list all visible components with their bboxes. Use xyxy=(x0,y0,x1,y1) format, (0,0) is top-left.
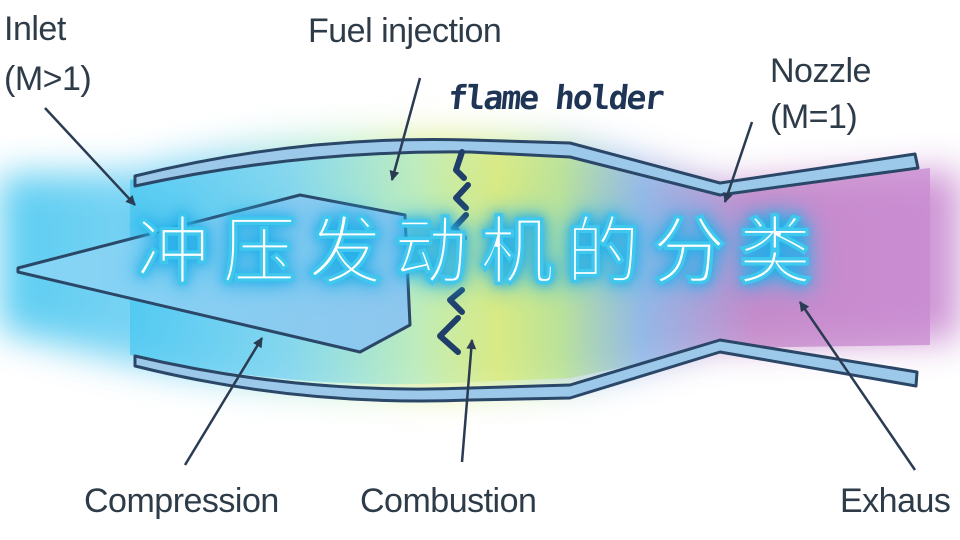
compression-arrow xyxy=(183,337,264,466)
nozzle-arrow xyxy=(723,121,754,203)
compression-label: Compression xyxy=(84,482,279,520)
page-title: 冲压发动机的分类 xyxy=(136,209,824,296)
nozzle-label: Nozzle xyxy=(770,52,871,90)
fuel-injection-label: Fuel injection xyxy=(308,12,502,50)
inlet-arrow xyxy=(44,107,136,206)
exhaust-arrow xyxy=(798,301,917,471)
combustion-label: Combustion xyxy=(360,482,537,520)
lower-wall xyxy=(133,338,919,403)
fuel-injection-arrow xyxy=(389,77,422,181)
inlet-spike xyxy=(16,193,412,354)
upper-wall xyxy=(133,137,920,197)
inlet-label: Inlet xyxy=(4,10,66,48)
exhaust-label: Exhaus xyxy=(840,482,951,520)
flame-holder-label: flame holder xyxy=(445,78,665,117)
nozzle-mach-label: (M=1) xyxy=(770,98,858,136)
combustion-arrow xyxy=(460,339,477,463)
inlet-mach-label: (M>1) xyxy=(4,60,92,98)
flame-holder-marks xyxy=(437,149,471,355)
